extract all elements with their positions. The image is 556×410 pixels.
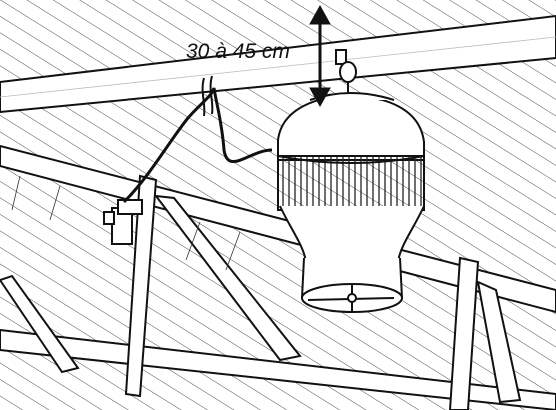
- fan-unit: [277, 92, 425, 313]
- height-arrow: [309, 4, 331, 108]
- truss-hatching: [11, 175, 241, 271]
- dimension-label: 30 à 45 cm: [186, 40, 290, 63]
- power-cable: [122, 87, 273, 204]
- cable-break-marks: [201, 75, 214, 117]
- ceiling-beam: [0, 14, 556, 114]
- junction-box: [103, 199, 143, 245]
- roof-truss: [0, 144, 556, 410]
